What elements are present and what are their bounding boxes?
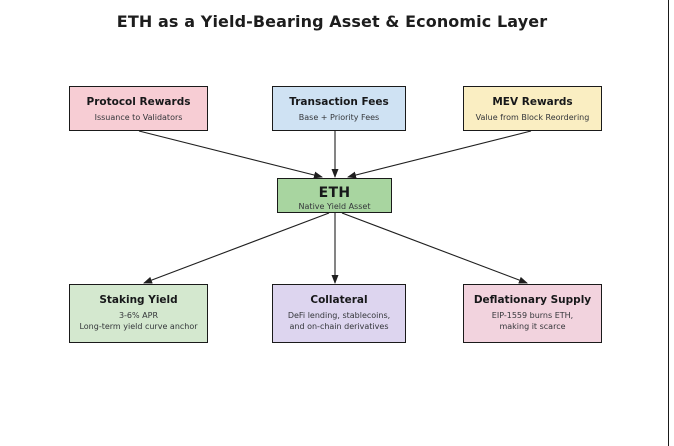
node-eth-subtitle: Native Yield Asset bbox=[298, 202, 371, 211]
node-deflationary-supply-title: Deflationary Supply bbox=[473, 294, 592, 306]
node-staking-yield-subtitle-line1: 3-6% APR bbox=[118, 311, 159, 320]
node-deflationary-supply-subtitle-line2: making it scarce bbox=[499, 322, 566, 331]
node-deflationary-supply[interactable]: Deflationary Supply EIP-1559 burns ETH, … bbox=[463, 284, 602, 343]
page-border-right bbox=[668, 0, 669, 446]
page-title: ETH as a Yield-Bearing Asset & Economic … bbox=[116, 12, 548, 31]
node-eth[interactable]: ETH Native Yield Asset bbox=[277, 178, 392, 213]
edge-eth-to-staking-yield bbox=[143, 212, 330, 284]
node-mev-rewards[interactable]: MEV Rewards Value from Block Reordering bbox=[463, 86, 602, 131]
edge-mev-rewards-to-eth bbox=[347, 130, 532, 179]
node-transaction-fees[interactable]: Transaction Fees Base + Priority Fees bbox=[272, 86, 406, 131]
node-deflationary-supply-subtitle-line1: EIP-1559 burns ETH, bbox=[491, 311, 574, 320]
edge-eth-to-deflationary-supply bbox=[341, 212, 528, 284]
node-mev-rewards-title: MEV Rewards bbox=[492, 96, 573, 108]
node-protocol-rewards[interactable]: Protocol Rewards Issuance to Validators bbox=[69, 86, 208, 131]
node-staking-yield[interactable]: Staking Yield 3-6% APR Long-term yield c… bbox=[69, 284, 208, 343]
node-collateral-subtitle-line1: DeFi lending, stablecoins, bbox=[287, 311, 391, 320]
node-transaction-fees-subtitle: Base + Priority Fees bbox=[298, 113, 380, 122]
node-protocol-rewards-title: Protocol Rewards bbox=[86, 96, 191, 108]
edge-protocol-rewards-to-eth bbox=[138, 130, 323, 179]
node-eth-title: ETH bbox=[318, 185, 351, 201]
node-collateral[interactable]: Collateral DeFi lending, stablecoins, an… bbox=[272, 284, 406, 343]
node-staking-yield-subtitle-line2: Long-term yield curve anchor bbox=[79, 322, 198, 331]
node-collateral-title: Collateral bbox=[310, 294, 368, 306]
node-collateral-subtitle-line2: and on-chain derivatives bbox=[289, 322, 389, 331]
node-protocol-rewards-subtitle: Issuance to Validators bbox=[94, 113, 183, 122]
node-staking-yield-title: Staking Yield bbox=[99, 294, 178, 306]
node-transaction-fees-title: Transaction Fees bbox=[289, 96, 389, 108]
node-mev-rewards-subtitle: Value from Block Reordering bbox=[475, 113, 590, 122]
